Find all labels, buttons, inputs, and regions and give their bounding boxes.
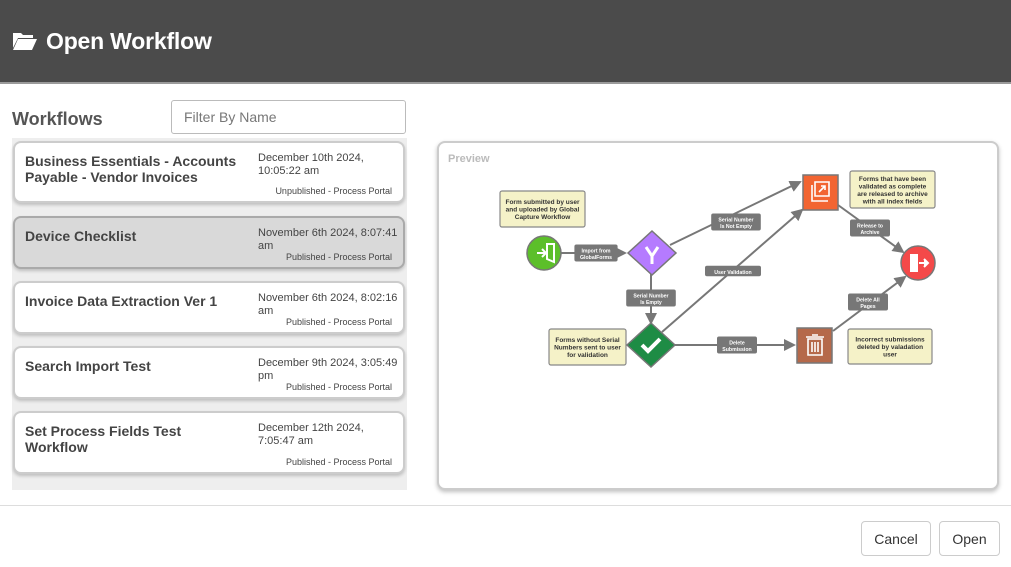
workflow-status: Published - Process Portal — [285, 382, 392, 392]
workflow-name: Set Process Fields Test Workflow — [25, 423, 182, 455]
note-text: Forms that have been — [859, 176, 926, 183]
note-text: deleted by valadation — [857, 344, 923, 351]
workflow-item[interactable]: Set Process Fields Test Workflow Decembe… — [13, 411, 405, 474]
folder-open-icon — [13, 33, 37, 50]
workflow-date: December 12th 2024, 7:05:47 am — [258, 422, 364, 447]
archive-node-icon — [802, 174, 839, 211]
branch-node-icon — [626, 229, 678, 277]
cancel-button[interactable]: Cancel — [861, 521, 931, 556]
edge-label-text: GlobalForms — [580, 255, 612, 261]
workflow-status: Unpublished - Process Portal — [275, 186, 392, 196]
filter-input[interactable] — [171, 100, 406, 134]
edge-label-text: Import from — [581, 249, 610, 255]
edge-label-text: Submission — [722, 347, 751, 353]
footer-divider — [0, 505, 1011, 506]
edge-label-text: Serial Number — [633, 294, 668, 300]
workflow-date: December 10th 2024, 10:05:22 am — [258, 152, 364, 177]
edge-label-text: Release to — [857, 224, 883, 230]
edge-label-text: Is Not Empty — [720, 224, 752, 230]
note-text: Numbers sent to user — [554, 345, 621, 352]
note-text: and uploaded by Global — [506, 207, 580, 214]
workflow-name: Invoice Data Extraction Ver 1 — [25, 293, 218, 309]
note-text: for validation — [567, 352, 608, 359]
edge-label-text: User Validation — [714, 270, 751, 276]
workflow-item[interactable]: Search Import Test December 9th 2024, 3:… — [13, 346, 405, 399]
edge-label-text: Delete — [729, 341, 745, 347]
open-button[interactable]: Open — [939, 521, 1000, 556]
edge-label-text: Serial Number — [718, 218, 753, 224]
edge-label-text: Pages — [860, 304, 875, 310]
note-text: user — [883, 352, 897, 359]
note-text: Capture Workflow — [515, 214, 571, 221]
dialog-title: Open Workflow — [46, 27, 212, 54]
workflow-date: December 9th 2024, 3:05:49 pm — [258, 357, 398, 382]
dialog-header: Open Workflow — [0, 0, 1011, 84]
note-text: are released to archive — [857, 191, 928, 198]
workflow-name: Device Checklist — [25, 228, 137, 244]
workflow-status: Published - Process Portal — [285, 252, 392, 262]
workflow-item[interactable]: Business Essentials - Accounts Payable -… — [13, 141, 405, 203]
edge-label-text: Archive — [860, 230, 879, 236]
workflow-item[interactable]: Invoice Data Extraction Ver 1 November 6… — [13, 281, 405, 334]
note-text: Incorrect submissions — [855, 337, 925, 344]
note-text: validated as complete — [859, 183, 927, 190]
workflow-date: November 6th 2024, 8:07:41 am — [258, 227, 398, 252]
note-text: with all index fields — [862, 198, 923, 205]
preview-title: Preview — [448, 153, 490, 165]
workflow-item-selected[interactable]: Device Checklist November 6th 2024, 8:07… — [13, 216, 405, 269]
edge-label: User Validation — [705, 265, 761, 277]
workflow-date: November 6th 2024, 8:02:16 am — [258, 292, 398, 317]
note-text: Form submitted by user — [505, 199, 580, 206]
note-text: Forms without Serial — [555, 337, 619, 344]
workflows-label: Workflows — [12, 109, 103, 129]
workflow-status: Published - Process Portal — [285, 457, 392, 467]
edge-label-text: Is Empty — [640, 300, 662, 306]
edge-label-text: Delete All — [856, 298, 880, 304]
workflow-name: Search Import Test — [25, 358, 151, 374]
workflow-list: Business Essentials - Accounts Payable -… — [12, 138, 407, 490]
workflow-status: Published - Process Portal — [285, 317, 392, 327]
validate-node-icon — [625, 321, 677, 369]
workflow-name: Business Essentials - Accounts Payable -… — [25, 153, 237, 185]
